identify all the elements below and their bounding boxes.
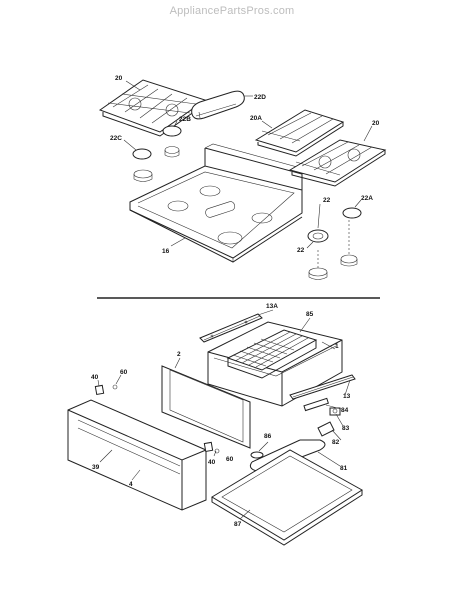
burner-cap-22c[interactable] [132, 148, 153, 182]
burner-cap-22a[interactable] [342, 207, 362, 219]
watermark: AppliancePartsPros.com [169, 5, 295, 17]
broil-rack-85[interactable] [226, 329, 318, 379]
clip-40a[interactable] [94, 384, 105, 396]
label-2: 2 [177, 351, 181, 358]
callout-labels: 20 22D 22B 20A 20 22C 22 22A 22 16 13A 8… [91, 75, 380, 528]
label-13: 13 [343, 393, 351, 400]
label-60-lower: 60 [226, 456, 234, 463]
drawer-rail-13[interactable] [289, 374, 356, 400]
grate-left[interactable] [98, 79, 207, 137]
label-20a: 20A [250, 115, 262, 122]
label-87: 87 [234, 521, 242, 528]
label-16: 16 [162, 248, 170, 255]
label-86: 86 [264, 433, 272, 440]
burner-cap-22b[interactable] [162, 125, 182, 158]
drawer-front-frame[interactable] [161, 365, 251, 449]
drawer-rail-13a[interactable] [199, 313, 263, 343]
label-81: 81 [340, 465, 348, 472]
label-22b: 22B [179, 116, 191, 123]
part-86[interactable] [250, 451, 264, 459]
label-84: 84 [341, 407, 349, 414]
burner-ring-22[interactable] [307, 229, 329, 243]
label-22c: 22C [110, 135, 122, 142]
label-83: 83 [342, 425, 350, 432]
label-60-upper: 60 [120, 369, 128, 376]
switch-84[interactable] [303, 397, 329, 412]
label-1: 1 [335, 343, 339, 350]
label-39: 39 [92, 464, 100, 471]
label-22-upper: 22 [323, 197, 331, 204]
label-85: 85 [306, 311, 314, 318]
label-4: 4 [129, 481, 133, 488]
leader-lines-bottom [97, 309, 351, 520]
label-22d: 22D [254, 94, 266, 101]
label-13a: 13A [266, 303, 278, 310]
cooktop-main-top[interactable] [129, 143, 309, 263]
leader-lines-top [123, 80, 373, 249]
igniter-83[interactable] [329, 407, 341, 416]
grate-right-rear[interactable] [254, 109, 345, 157]
label-20-right: 20 [372, 120, 380, 127]
bracket-82[interactable] [317, 421, 335, 437]
screw-60a[interactable] [112, 384, 118, 390]
label-20-left: 20 [115, 75, 123, 82]
clip-40b[interactable] [203, 441, 214, 453]
label-22-lower: 22 [297, 247, 305, 254]
drawer-panel[interactable] [67, 399, 207, 511]
label-40-upper: 40 [91, 374, 99, 381]
screw-60b[interactable] [214, 448, 220, 454]
label-40-lower: 40 [208, 459, 216, 466]
label-22a: 22A [361, 195, 373, 202]
griddle-cover[interactable] [191, 90, 253, 120]
bottom-pan-87[interactable] [211, 449, 363, 546]
grate-right-front[interactable] [288, 139, 387, 187]
label-82: 82 [332, 439, 340, 446]
burner-heads [308, 220, 358, 280]
